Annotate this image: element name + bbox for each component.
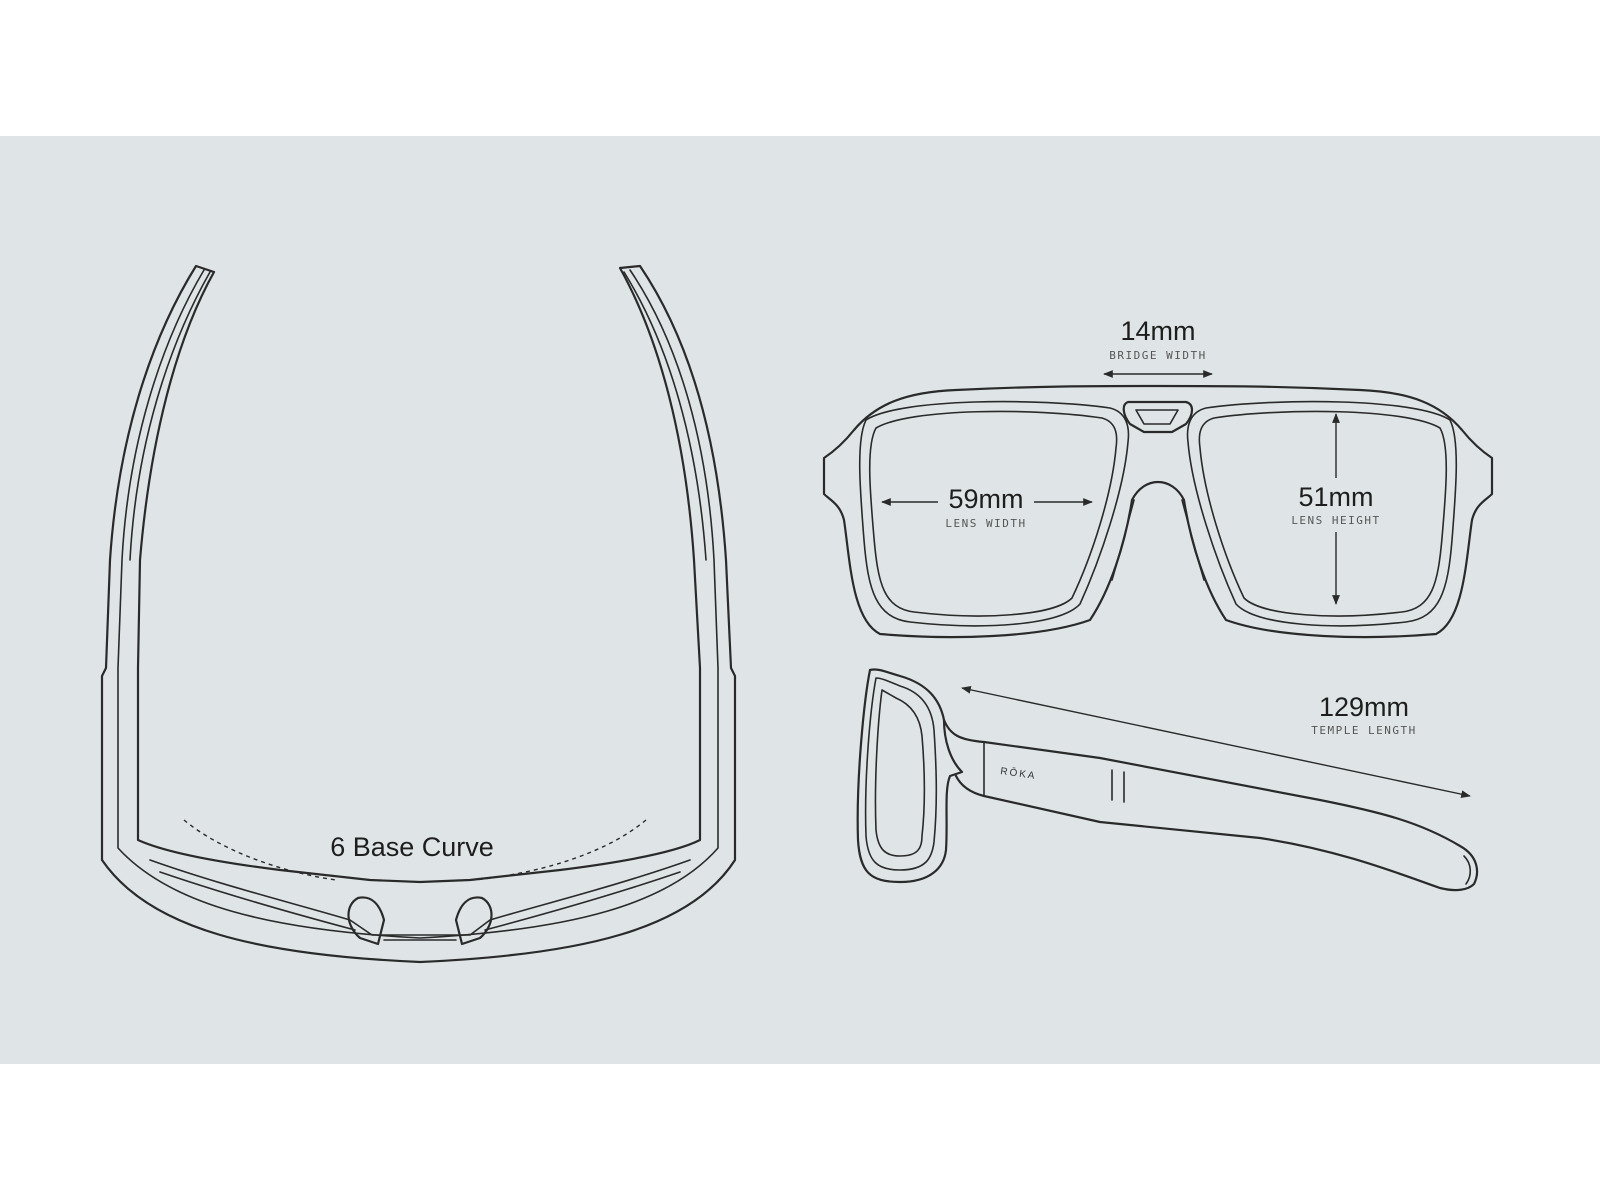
top-view-drawing	[100, 264, 737, 964]
temple-length-label: TEMPLE LENGTH	[1311, 724, 1417, 737]
lens-width-value: 59mm	[948, 484, 1023, 514]
base-curve-label: 6 Base Curve	[330, 832, 494, 862]
lens-height-label: LENS HEIGHT	[1291, 514, 1380, 527]
bridge-width-label: BRIDGE WIDTH	[1109, 349, 1206, 362]
lens-height-value: 51mm	[1298, 482, 1373, 512]
front-view-drawing	[822, 384, 1494, 639]
lens-width-label: LENS WIDTH	[945, 517, 1026, 530]
bridge-width-value: 14mm	[1120, 316, 1195, 346]
brand-logo: RŌKA	[1000, 765, 1038, 782]
temple-length-value: 129mm	[1319, 692, 1409, 722]
